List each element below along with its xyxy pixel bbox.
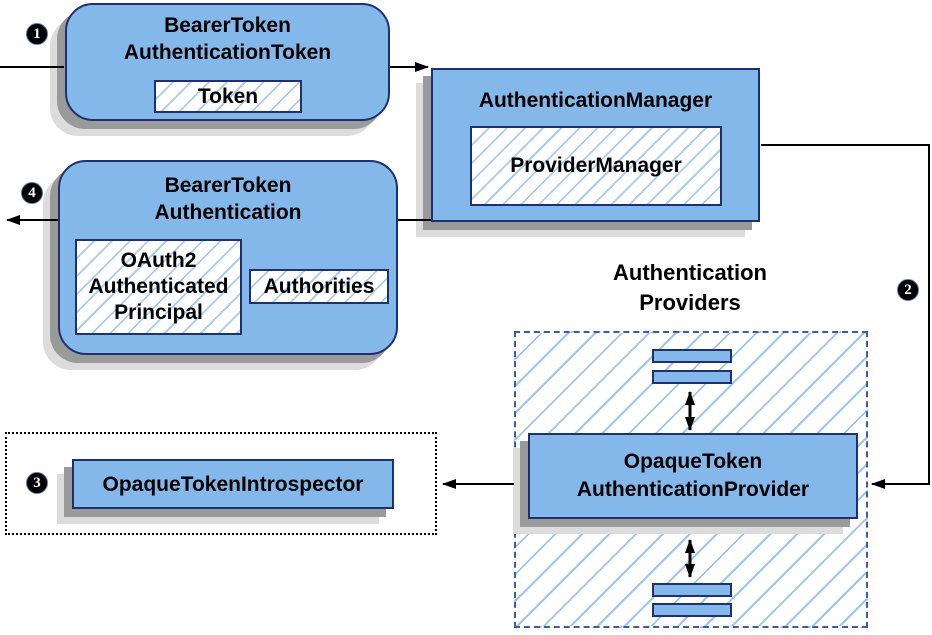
step-1-badge: 1 <box>26 23 48 45</box>
provider-list-bar <box>652 349 732 363</box>
step-2-badge: 2 <box>897 279 919 301</box>
principal-line: OAuth2 <box>120 249 197 272</box>
provider-list-bar <box>652 370 732 384</box>
node-opaque-token-introspector: OpaqueTokenIntrospector <box>72 459 394 509</box>
node-title-line: BearerToken <box>164 174 292 197</box>
node-title-line: AuthenticationManager <box>478 89 713 112</box>
node-opaque-token-authentication-provider: OpaqueToken AuthenticationProvider <box>528 433 858 519</box>
node-title-line: AuthenticationProvider <box>576 478 810 501</box>
provider-list-bar <box>652 583 732 597</box>
principal-line: Principal <box>114 301 203 324</box>
provider-manager-field: ProviderManager <box>470 126 722 206</box>
token-field: Token <box>154 80 302 113</box>
step-3-badge: 3 <box>26 472 48 494</box>
node-title-line: OpaqueToken <box>623 450 763 473</box>
introspector-container: OpaqueTokenIntrospector <box>5 432 437 535</box>
group-label-line: Providers <box>639 290 741 315</box>
oauth2-authenticated-principal-field: OAuth2 Authenticated Principal <box>75 239 242 335</box>
authorities-label: Authorities <box>263 274 375 298</box>
principal-line: Authenticated <box>88 275 229 298</box>
provider-manager-label: ProviderManager <box>510 154 682 177</box>
node-bearer-token-authentication-token: BearerToken AuthenticationToken Token <box>65 3 390 121</box>
group-label-line: Authentication <box>613 260 767 285</box>
token-field-label: Token <box>197 84 259 108</box>
node-title-line: OpaqueTokenIntrospector <box>102 472 364 496</box>
node-authentication-manager: AuthenticationManager ProviderManager <box>431 68 760 222</box>
provider-list-bar <box>652 603 732 617</box>
node-title-line: AuthenticationToken <box>123 41 332 64</box>
step-4-badge: 4 <box>21 182 43 204</box>
node-title-line: BearerToken <box>164 14 291 37</box>
node-title-line: Authentication <box>154 201 302 224</box>
authentication-providers-container: OpaqueToken AuthenticationProvider <box>514 331 868 628</box>
authorities-field: Authorities <box>249 269 389 304</box>
authentication-providers-label: Authentication Providers <box>560 258 820 318</box>
node-bearer-token-authentication: BearerToken Authentication OAuth2 Authen… <box>58 160 398 355</box>
